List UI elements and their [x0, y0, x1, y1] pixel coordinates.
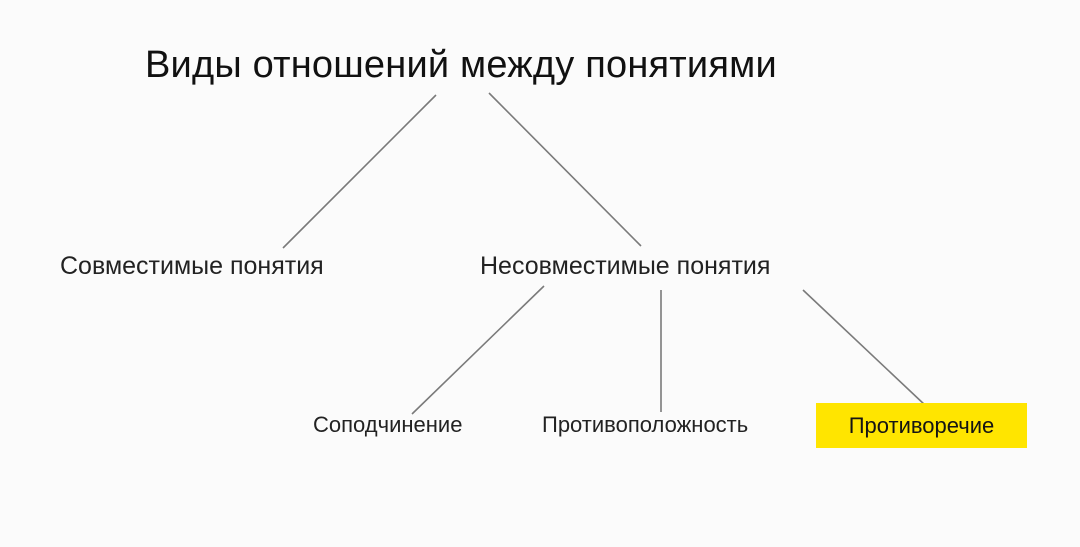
node-incompatible-concepts: Несовместимые понятия [480, 252, 771, 280]
node-compatible-concepts: Совместимые понятия [60, 252, 324, 280]
connector-title-to-compatible [282, 94, 437, 249]
connector-title-to-incompatible [488, 92, 642, 247]
node-opposition: Противоположность [542, 412, 749, 437]
connector-incompatible-to-contradiction [802, 289, 927, 407]
node-contradiction-label: Противоречие [848, 412, 995, 438]
connector-incompatible-to-subordination [411, 285, 545, 415]
diagram-title: Виды отношений между понятиями [145, 44, 777, 86]
node-subordination: Соподчинение [313, 412, 463, 437]
node-contradiction-highlight-box: Противоречие [816, 403, 1027, 448]
